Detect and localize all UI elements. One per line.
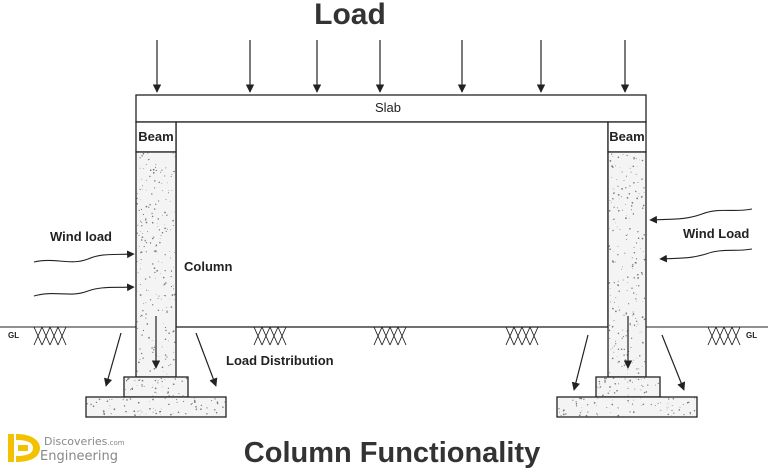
svg-text:Discoveries.com: Discoveries.com	[44, 435, 125, 448]
load-distribution-arrows	[104, 316, 686, 391]
beam-left	[135, 121, 177, 153]
footing-left-pedestal	[123, 376, 189, 398]
wind-arrows-right	[649, 208, 753, 263]
footing-right-base	[556, 396, 698, 418]
engineering-discoveries-logo: Discoveries.com Engineering	[8, 434, 125, 464]
gl-right-label: GL	[746, 331, 757, 340]
logo-word-text: Engineering	[40, 449, 118, 464]
wind-arrows-left	[33, 250, 135, 297]
concrete-texture	[86, 152, 696, 417]
wind-load-right-label: Wind Load	[683, 226, 749, 241]
beam-right	[607, 121, 647, 153]
ground-hatching	[33, 326, 741, 346]
logo-domain-text: .com	[107, 439, 124, 447]
load-distribution-label: Load Distribution	[226, 353, 334, 368]
column-label: Column	[184, 259, 232, 274]
frame-opening	[175, 121, 609, 328]
load-arrows	[152, 40, 630, 93]
logo-site-text: Discoveries	[44, 435, 108, 448]
column-functionality-title: Column Functionality	[244, 437, 540, 469]
beam-left-label: Beam	[138, 129, 173, 144]
wind-load-left-label: Wind load	[50, 229, 112, 244]
gl-left-label: GL	[8, 331, 19, 340]
beam-right-label: Beam	[609, 129, 644, 144]
footing-left-base	[85, 396, 227, 418]
footing-right-pedestal	[595, 376, 661, 398]
column-right	[607, 151, 647, 378]
load-title: Load	[314, 0, 386, 31]
slab-label: Slab	[375, 100, 401, 115]
